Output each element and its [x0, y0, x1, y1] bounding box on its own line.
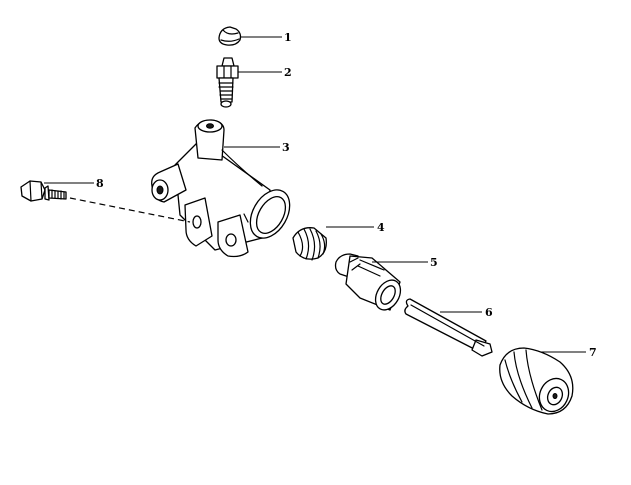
callout-label-3: 3	[282, 141, 290, 154]
part-cylinder-body	[151, 119, 291, 258]
part-boot	[499, 347, 574, 415]
callout-label-1: 1	[284, 31, 292, 44]
part-mounting-bolt	[20, 180, 67, 202]
part-dust-cap	[218, 26, 242, 46]
part-push-rod	[404, 298, 493, 357]
callout-label-6: 6	[485, 306, 493, 319]
callout-label-5: 5	[430, 256, 438, 269]
callout-label-2: 2	[284, 66, 292, 79]
callout-label-8: 8	[96, 177, 104, 190]
part-bleeder-screw	[216, 57, 239, 108]
callout-label-4: 4	[377, 221, 385, 234]
bolt-axis-dashed-line	[69, 197, 191, 223]
callout-label-7: 7	[589, 346, 597, 359]
part-piston	[334, 253, 402, 311]
part-spring	[292, 227, 327, 261]
